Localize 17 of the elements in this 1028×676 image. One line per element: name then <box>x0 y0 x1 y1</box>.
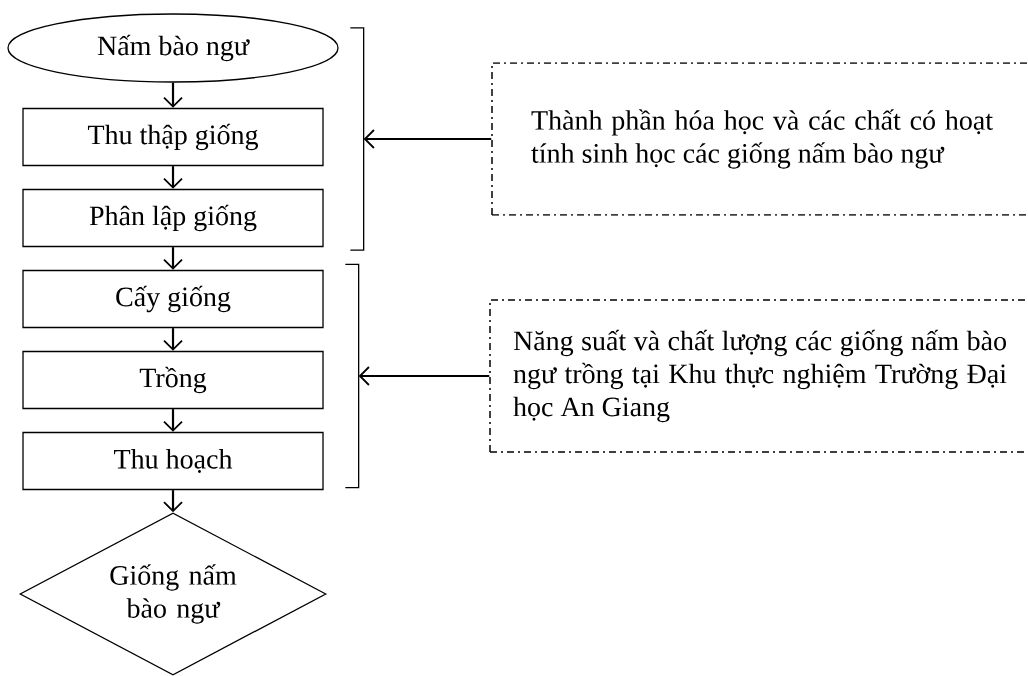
process-box: Thu hoạch <box>22 431 324 491</box>
process-box: Cấy giống <box>22 269 324 329</box>
arrow <box>163 328 183 351</box>
process-box: Thu thập giống <box>22 107 324 167</box>
bracket <box>349 27 365 251</box>
arrow <box>163 82 183 108</box>
arrow <box>163 247 183 270</box>
note-box: Năng suất và chất lượng các giống nấm bào ngư trồng tại Khu thực nghiệm Trường Đại học An Giang <box>489 299 1028 453</box>
arrow <box>358 366 490 386</box>
process-box: Phân lập giống <box>22 188 324 248</box>
process-box: Trồng <box>22 350 324 410</box>
note-box: Thành phần hóa học và các chất có hoạt tính sinh học các giống nấm bào ngư <box>491 62 1028 216</box>
arrow <box>363 129 492 149</box>
bracket <box>344 263 360 489</box>
arrow <box>163 409 183 432</box>
arrow <box>163 166 183 189</box>
arrow <box>163 490 183 513</box>
